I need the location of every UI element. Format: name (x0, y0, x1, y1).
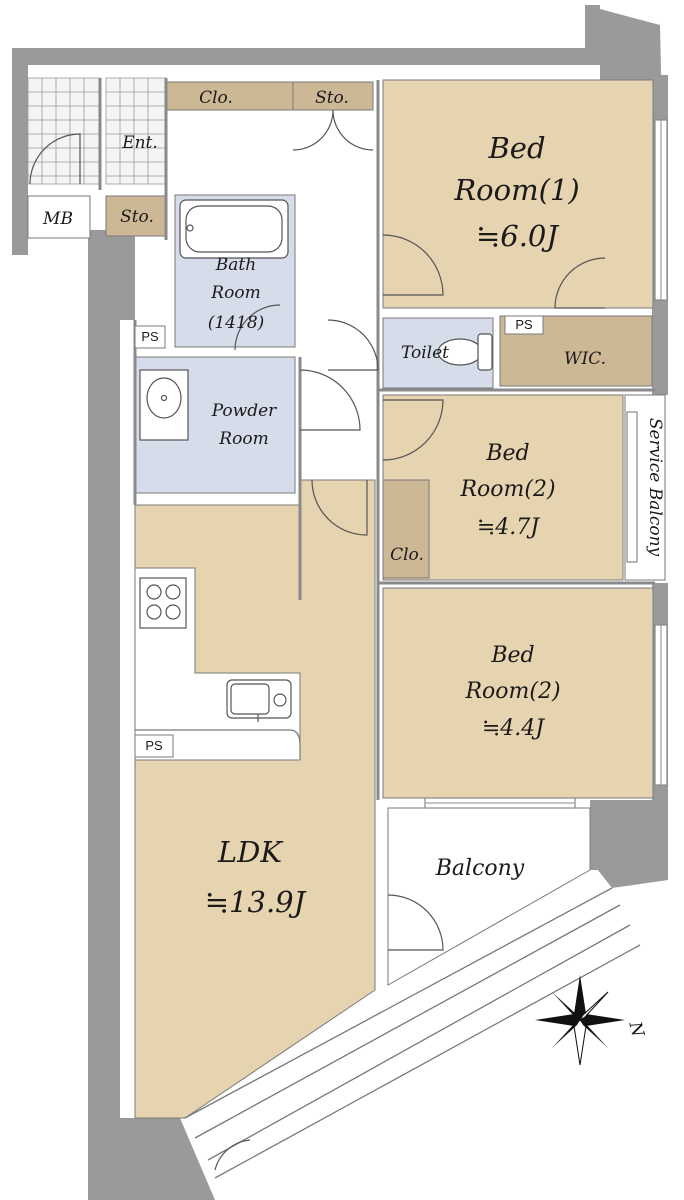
balcony-label: Balcony (435, 856, 525, 881)
bathtub (179, 199, 289, 259)
bath-room-label-2: Room (210, 283, 260, 303)
bath-room-label-1: Bath (215, 255, 256, 275)
storage-entrance-floor (105, 195, 167, 237)
windows (424, 119, 668, 809)
wall-balcony-right (590, 808, 610, 870)
entrance-door (29, 133, 81, 185)
toilet-label: Toilet (401, 343, 449, 363)
ldk-door (311, 479, 368, 536)
doors (29, 109, 606, 1171)
ldk-bottom-door (214, 1139, 251, 1171)
wic-label: WIC. (564, 349, 606, 369)
bed1-door (382, 234, 444, 296)
compass-icon: N (535, 975, 648, 1066)
bed-room-2b-area: ≒4.4J (482, 716, 545, 741)
entrance-tiles (27, 77, 167, 185)
service-balcony-label: Service Balcony (645, 418, 665, 557)
meter-box-label: MB (42, 209, 73, 229)
balcony-rails (184, 887, 641, 1179)
bed-room-2b-label-2: Room(2) (464, 679, 560, 704)
pipe-space-label-2: PS (145, 738, 163, 753)
bed-room-1-floor (382, 79, 654, 309)
wall-top (12, 5, 600, 65)
bed-room-2b-floor (382, 587, 654, 799)
wall-left (12, 48, 28, 255)
pipe-space-label-3: PS (515, 317, 533, 332)
bed2a-door (382, 399, 444, 461)
closet-top-label: Clo. (199, 88, 233, 108)
pipe-space-label-1: PS (141, 329, 159, 344)
balcony-floor (387, 807, 591, 986)
washbasin (139, 369, 189, 441)
storage-entrance-label: Sto. (120, 207, 154, 227)
bed-room-2a-label-2: Room(2) (459, 477, 555, 502)
bed-room-1-label-2: Room(1) (453, 173, 579, 207)
fixtures (135, 199, 493, 760)
stove (139, 577, 187, 629)
wall-bottom-left (88, 1118, 215, 1200)
entrance-label: Ent. (121, 133, 158, 153)
storage-top-floor (292, 81, 374, 111)
storage-door (292, 109, 374, 151)
bed-room-2a-area: ≒4.7J (477, 515, 540, 540)
closet-bed2-label: Clo. (390, 545, 424, 565)
closet-bed2-floor (382, 479, 430, 579)
compass-north-label: N (624, 1019, 648, 1041)
bed-room-2b-label-1: Bed (490, 643, 534, 668)
storage-top-label: Sto. (315, 88, 349, 108)
pipe-spaces (134, 315, 544, 758)
balcony-door (387, 894, 444, 951)
wall-left-mid (88, 230, 135, 1118)
powder-room-label-2: Room (218, 429, 268, 449)
bath-door (234, 304, 281, 351)
bath-room-size: (1418) (208, 313, 265, 333)
wic-door (554, 257, 606, 309)
powder-door (299, 369, 361, 431)
bed-room-1-area: ≒6.0J (476, 219, 559, 253)
ldk-label: LDK (217, 835, 285, 869)
toilet-door (327, 319, 379, 371)
meter-box-floor (27, 195, 91, 239)
bed-room-2a-label-1: Bed (485, 441, 529, 466)
room-fills (27, 79, 666, 1119)
interior-walls (98, 78, 655, 800)
ldk-area: ≒13.9J (205, 885, 307, 919)
bed-room-1-label-1: Bed (487, 131, 545, 165)
exterior-walls (12, 5, 668, 1200)
kitchen-sink (226, 679, 292, 719)
powder-room-label-1: Powder (211, 401, 277, 421)
